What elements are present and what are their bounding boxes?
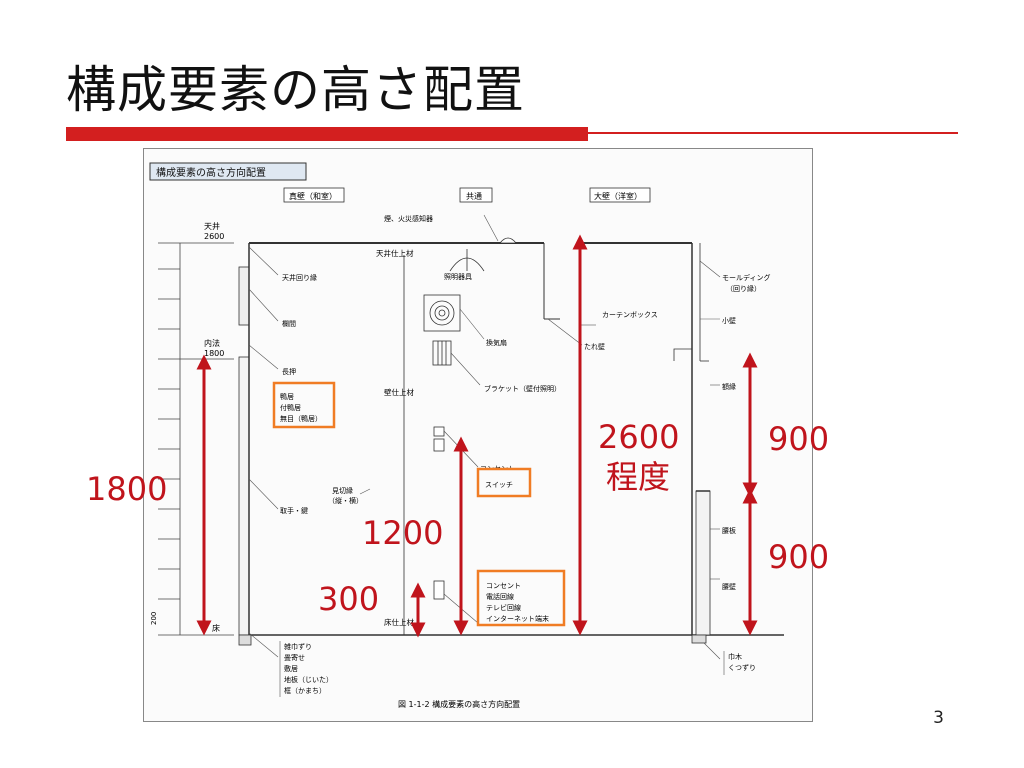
lighting-icon — [449, 249, 485, 272]
label-molding-1: モールディング — [722, 273, 771, 282]
room-outline — [238, 242, 784, 646]
label-zokin-4: 地板（じいた） — [284, 675, 333, 684]
label-skirting-1: 巾木 — [728, 652, 742, 661]
label-wall-finish: 壁仕上材 — [384, 387, 414, 397]
column-center-label: 共通 — [466, 191, 482, 201]
label-frame-edge: 額縁 — [722, 382, 736, 391]
label-nageshi: 長押 — [282, 367, 296, 376]
label-kamoi-3: 無目（鴨居） — [280, 414, 322, 423]
slide-title: 構成要素の高さ配置 — [66, 61, 525, 119]
label-molding-2: （回り縁） — [726, 284, 761, 293]
scale-inner-value: 1800 — [204, 349, 224, 358]
label-ventilation-fan: 換気扇 — [486, 338, 507, 347]
column-left-label: 真壁（和室） — [289, 191, 337, 201]
highlight-switch — [476, 467, 532, 498]
label-zokin-5: 框（かまち） — [284, 686, 326, 695]
label-zokin-2: 畳寄せ — [284, 653, 305, 662]
scale-ceiling-value: 2600 — [204, 232, 224, 241]
label-ceiling-finish: 天井仕上材 — [376, 248, 414, 258]
label-internet: インターネット端末 — [486, 614, 549, 623]
label-mikiri-2: （縦・横） — [328, 496, 363, 505]
scale-base-value: 200 — [150, 612, 158, 625]
label-phone-line: 電話回線 — [486, 592, 514, 601]
label-kamoi-2: 付鴨居 — [280, 403, 301, 412]
label-mikiri-1: 見切縁 — [332, 486, 353, 495]
label-wainscot-board: 腰板 — [722, 526, 736, 535]
label-smoke-detector: 煙、火災感知器 — [384, 214, 433, 223]
label-curtain-box: カーテンボックス — [602, 311, 658, 319]
label-ceiling-molding: 天井回り縁 — [282, 273, 317, 282]
label-lighting: 照明器具 — [444, 273, 472, 281]
label-small-wall: 小壁 — [722, 316, 736, 325]
title-underline-thick — [66, 127, 588, 141]
scale-floor-label: 床 — [212, 623, 220, 633]
label-floor-finish: 床仕上材 — [384, 617, 414, 627]
label-outlet-2: コンセント — [486, 582, 521, 590]
highlight-kamoi — [272, 381, 336, 429]
label-transom: 欄間 — [282, 319, 296, 328]
figure-caption: 図 1-1-2 構成要素の高さ方向配置 — [398, 699, 520, 709]
label-bracket: ブラケット（壁付照明） — [484, 384, 561, 393]
figure-header: 構成要素の高さ方向配置 — [156, 166, 266, 179]
label-wainscot-wall: 腰壁 — [722, 582, 736, 591]
label-handle-key: 取手・鍵 — [280, 506, 308, 515]
figure-header-box — [149, 162, 307, 181]
column-right-label: 大壁（洋室） — [594, 191, 642, 201]
title-underline-thin — [588, 132, 958, 134]
ventilation-fan-icon — [423, 294, 461, 332]
smoke-detector-icon — [499, 237, 517, 244]
scale-ceiling-label: 天井 — [204, 221, 220, 231]
bracket-light-icon — [432, 340, 452, 366]
height-scale — [158, 242, 234, 636]
label-zokin-1: 雑巾ずり — [284, 642, 312, 651]
leader-lines — [248, 214, 721, 660]
figure-drawing: 構成要素の高さ方向配置 真壁（和室） 共通 大壁（洋室） 天井 2600 内法 … — [149, 162, 784, 709]
scale-inner-label: 内法 — [204, 338, 220, 348]
label-skirting-2: くつずり — [728, 663, 756, 672]
label-zokin-3: 敷居 — [284, 664, 298, 673]
label-tv-line: テレビ回線 — [486, 603, 521, 612]
page-number: 3 — [933, 708, 944, 728]
height-layout-figure: 構成要素の高さ方向配置 真壁（和室） 共通 大壁（洋室） 天井 2600 内法 … — [143, 148, 813, 722]
label-kamoi-1: 鴨居 — [280, 392, 294, 401]
highlight-outlets — [476, 569, 566, 627]
label-switch: スイッチ — [485, 481, 513, 489]
label-hanging-wall: たれ壁 — [584, 342, 605, 351]
outlet-icons — [433, 426, 445, 600]
